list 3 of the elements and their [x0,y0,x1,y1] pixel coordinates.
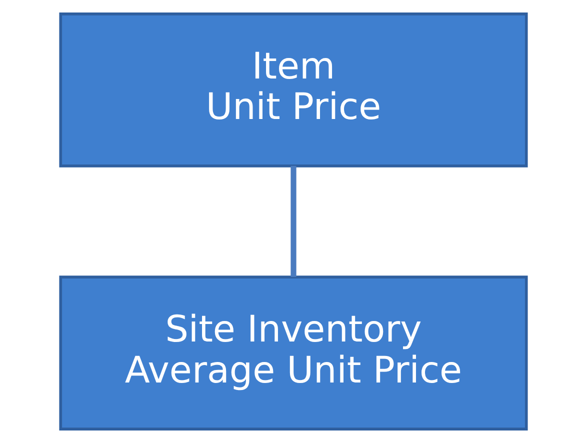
node-box: Site Inventory Average Unit Price [58,276,528,430]
node-box: Item Unit Price [58,12,528,168]
connector [290,166,296,278]
